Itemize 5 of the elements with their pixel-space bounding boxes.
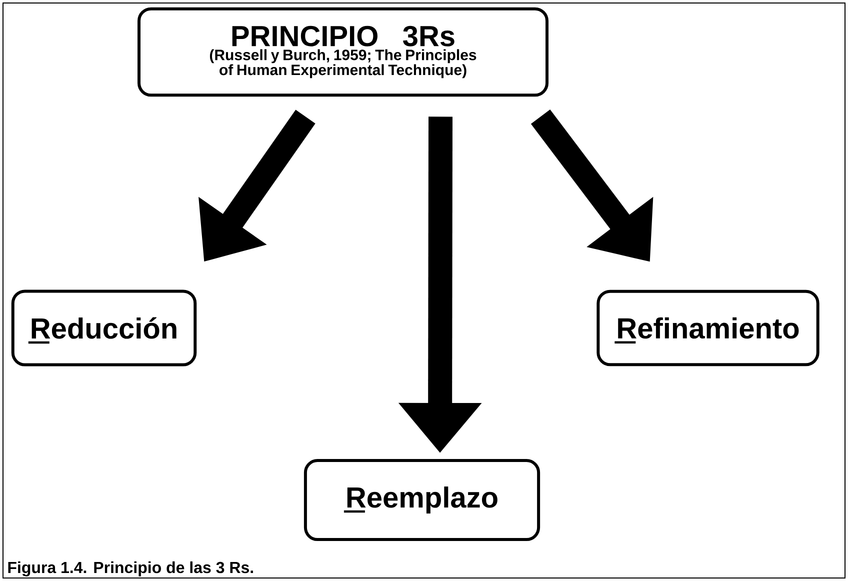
title-box: PRINCIPIO 3Rs (Russell y Burch, 1959; The Principles of Human Experimental Technique) bbox=[138, 7, 548, 97]
process-box: Reducción bbox=[11, 290, 197, 366]
process-box: Reemplazo bbox=[304, 459, 540, 542]
caption: Figura 1.4. Principio de las 3 Rs. bbox=[8, 561, 253, 576]
process-box: Refinamiento bbox=[596, 290, 820, 366]
